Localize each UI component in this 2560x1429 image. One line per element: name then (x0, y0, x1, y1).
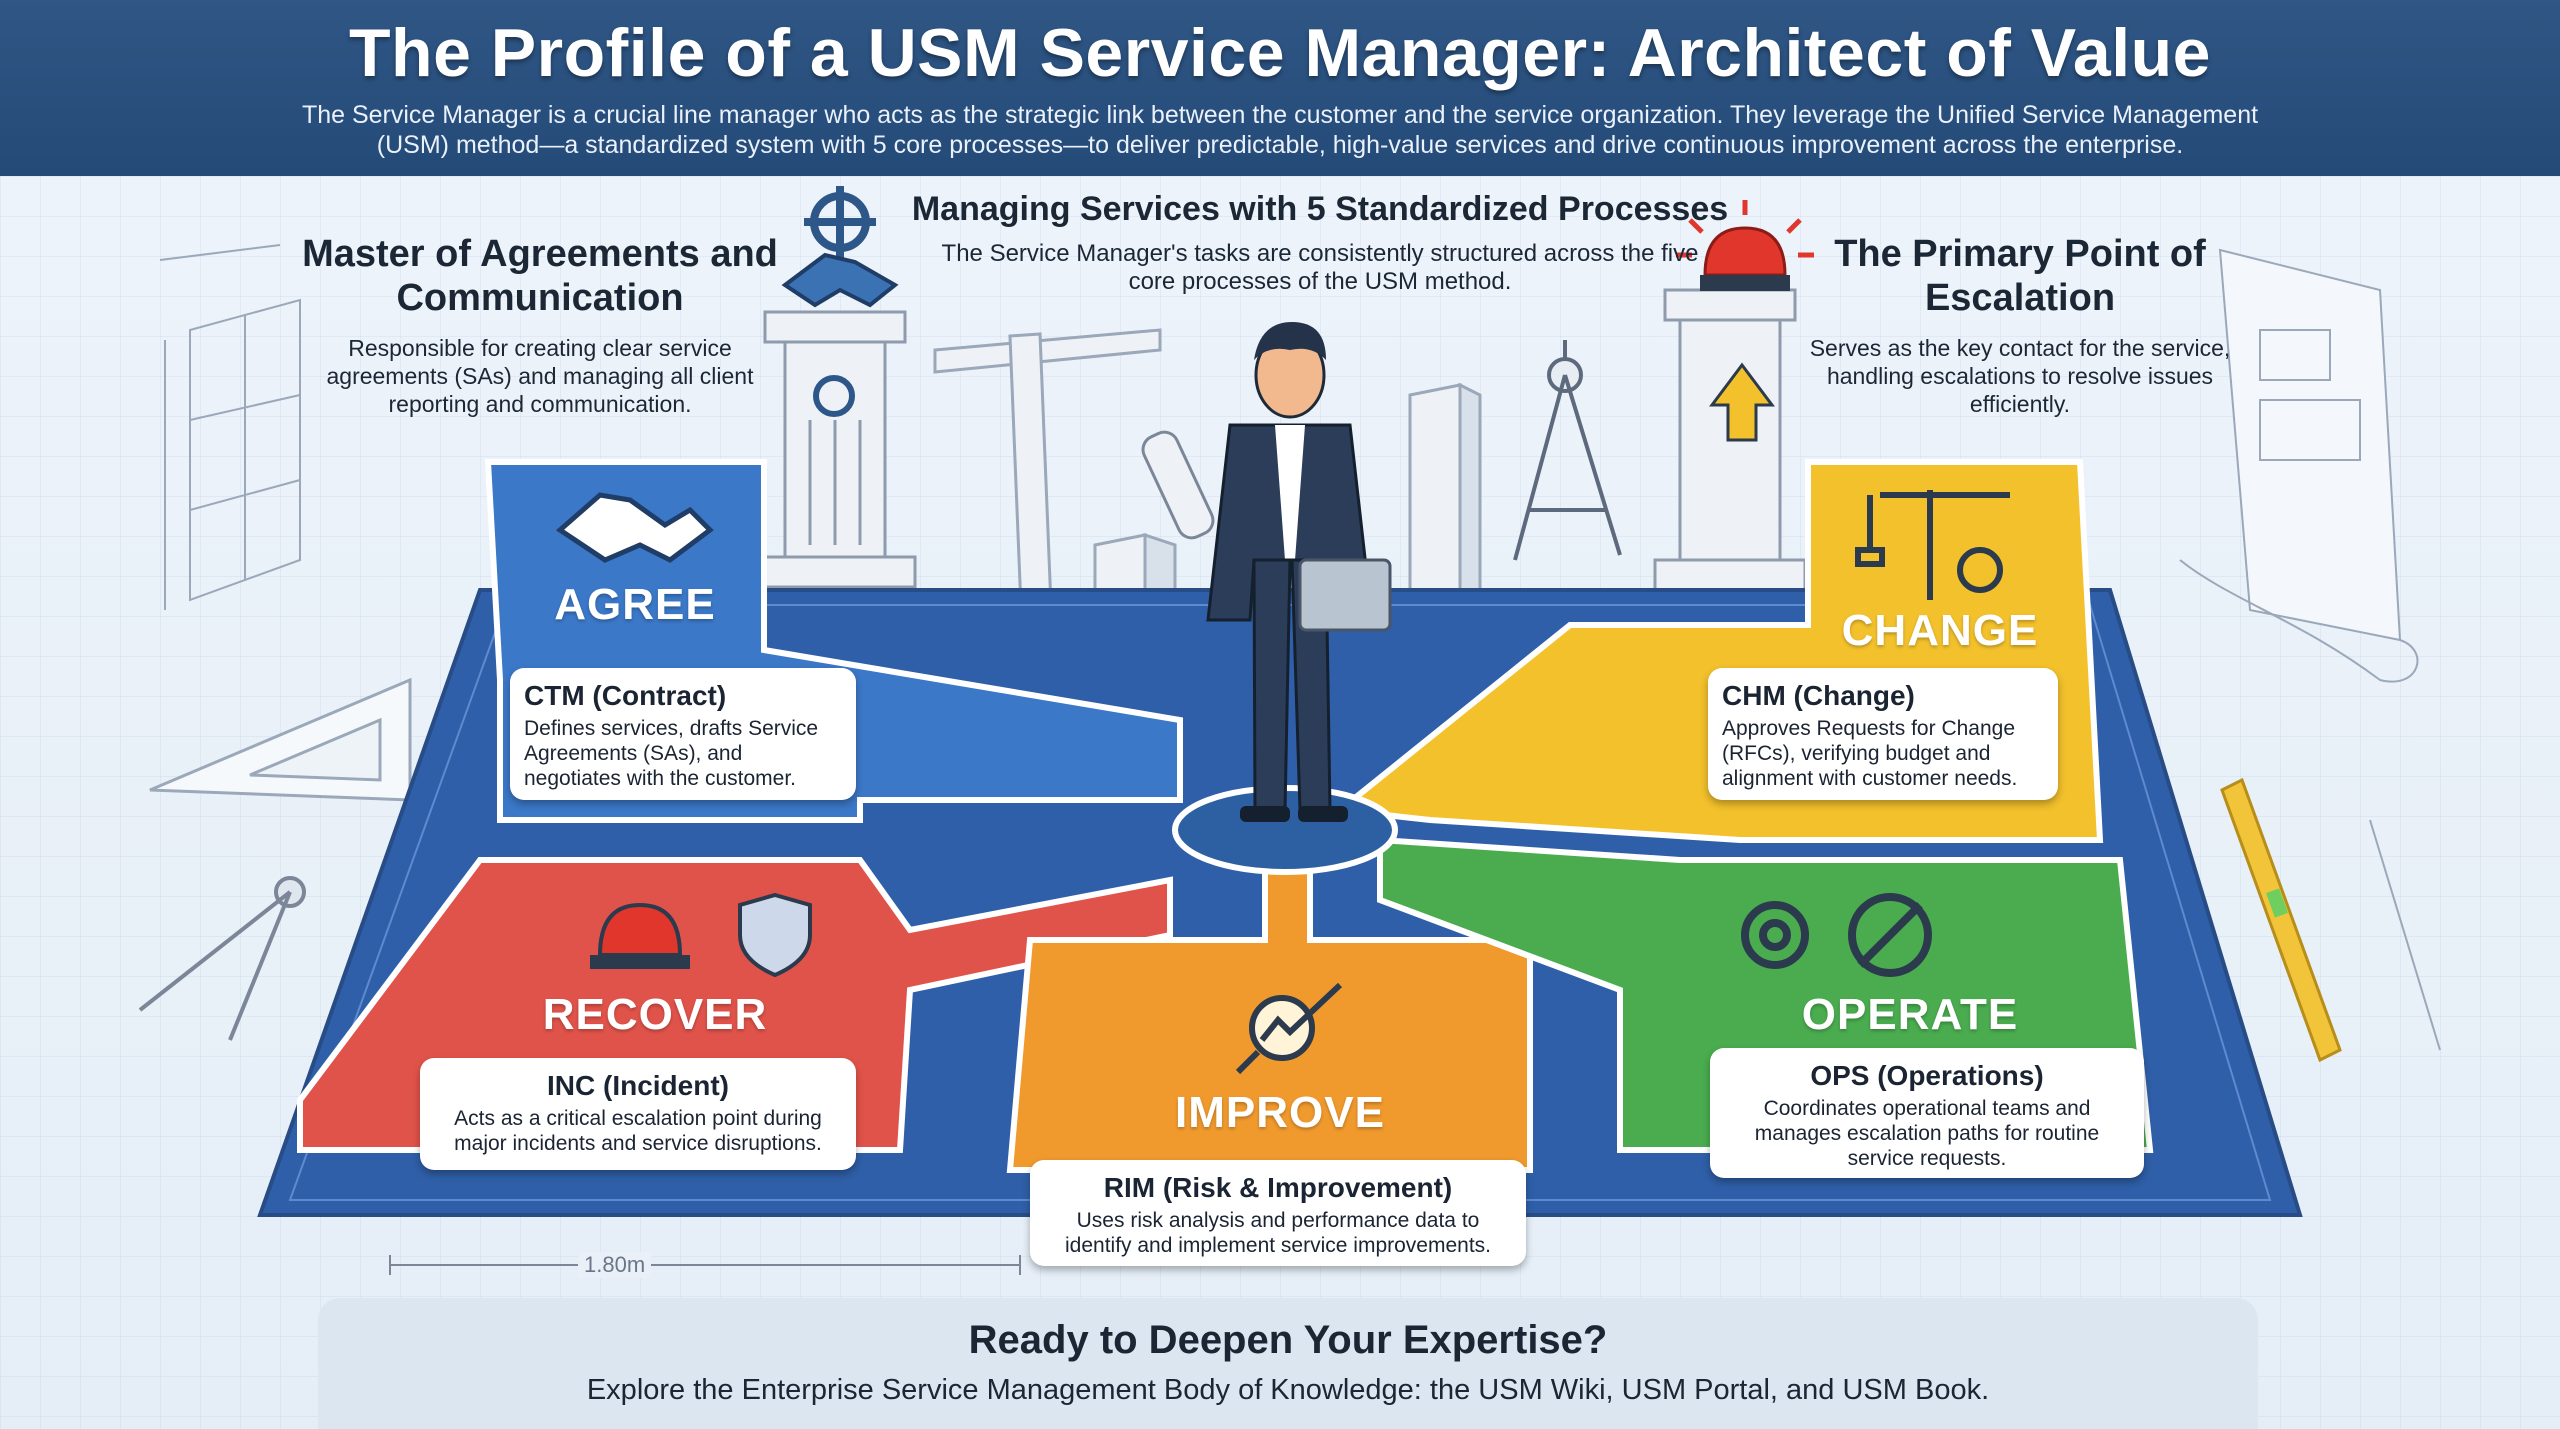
up-arrow-icon (1709, 362, 1775, 442)
escalation-description: Serves as the key contact for the servic… (1809, 335, 2231, 417)
gear-icon (804, 186, 876, 258)
agreements-title: Master of Agreements and Communication (302, 233, 778, 319)
inc-card-body: Acts as a critical escalation point duri… (454, 1107, 822, 1155)
magnifier-chart-icon (1235, 982, 1343, 1075)
chm-card: CHM (Change) Approves Requests for Chang… (1708, 668, 2058, 800)
shield-icon (738, 892, 812, 978)
crane-icon (1855, 490, 2010, 600)
measurement-line (389, 1255, 1021, 1275)
handshake-icon (781, 252, 899, 308)
footer-cta: Ready to Deepen Your Expertise? Explore … (318, 1298, 2258, 1429)
page-title: The Profile of a USM Service Manager: Ar… (349, 15, 2211, 91)
ops-card: OPS (Operations) Coordinates operational… (1710, 1048, 2144, 1178)
rim-card-body: Uses risk analysis and performance data … (1064, 1209, 1491, 1257)
footer-title: Ready to Deepen Your Expertise? (968, 1318, 1608, 1362)
drafting-compass-sketch (1513, 340, 1622, 561)
level-sketch (2220, 777, 2441, 1063)
gear-icon (813, 375, 855, 417)
gear-icon (1741, 901, 1809, 969)
header-banner: The Profile of a USM Service Manager: Ar… (0, 0, 2560, 176)
ops-card-body: Coordinates operational teams and manage… (1754, 1097, 2100, 1170)
measurement-label: 1.80m (578, 1252, 652, 1278)
agreements-description: Responsible for creating clear service a… (326, 335, 754, 417)
alarm-siren-icon (590, 902, 690, 969)
agree-label: AGREE (554, 580, 716, 629)
processes-title: Managing Services with 5 Standardized Pr… (911, 190, 1729, 228)
handshake-icon (555, 492, 714, 563)
left-pillar (753, 310, 917, 589)
processes-description: The Service Manager's tasks are consiste… (941, 240, 1699, 295)
rim-card-title: RIM (Risk & Improvement) (1103, 1172, 1453, 1203)
chm-card-body: Approves Requests for Change (RFCs), ver… (1722, 717, 2018, 790)
inc-card: INC (Incident) Acts as a critical escala… (420, 1058, 856, 1170)
window-sketch (159, 244, 301, 610)
ops-card-title: OPS (Operations) (1810, 1060, 2044, 1091)
page-subtitle: The Service Manager is a crucial line ma… (301, 101, 2259, 159)
ctm-card: CTM (Contract) Defines services, drafts … (510, 668, 856, 800)
inc-card-title: INC (Incident) (547, 1070, 729, 1101)
alarm-siren-icon (1676, 200, 1814, 291)
ctm-card-body: Defines services, drafts Service Agreeme… (524, 717, 819, 790)
rim-card: RIM (Risk & Improvement) Uses risk analy… (1030, 1160, 1526, 1266)
compass-sketch (138, 876, 306, 1041)
chm-card-title: CHM (Change) (1722, 680, 1915, 711)
ctm-card-title: CTM (Contract) (524, 680, 727, 711)
scroll-sketch (2179, 248, 2419, 683)
change-label: CHANGE (1841, 606, 2039, 655)
service-manager-figure (1141, 322, 1392, 822)
triangle-ruler-sketch (149, 677, 412, 802)
operate-label: OPERATE (1801, 990, 2019, 1039)
recover-label: RECOVER (542, 990, 768, 1039)
improve-label: IMPROVE (1175, 1088, 1385, 1137)
footer-description: Explore the Enterprise Service Managemen… (586, 1374, 1990, 1406)
gear-wrench-icon (1848, 893, 1932, 977)
escalation-title: The Primary Point of Escalation (1834, 233, 2206, 319)
